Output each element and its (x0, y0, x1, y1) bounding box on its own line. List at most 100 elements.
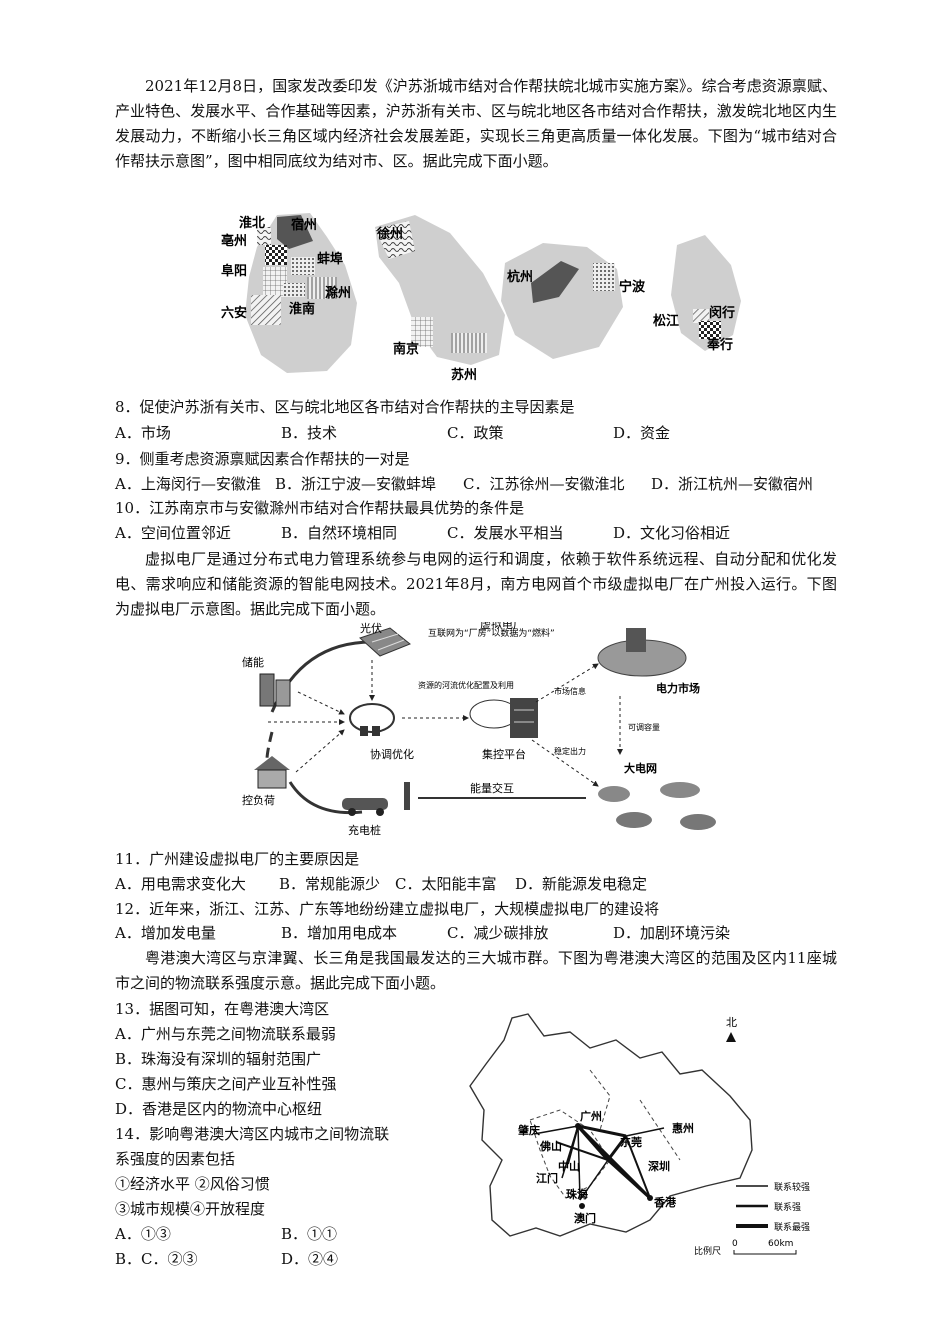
north-label: 北 (726, 1016, 737, 1029)
passage-3: 粤港澳大湾区与京津翼、长三角是我国最发达的三大城市群。下图为粤港澳大湾区的范围及… (115, 949, 837, 992)
q12-option-c[interactable]: C．减少碳排放 (447, 924, 549, 942)
question-13: 13．据图可知，在粤港澳大湾区 (115, 1000, 330, 1018)
q13-option-b[interactable]: B．珠海没有深圳的辐射范围广 (115, 1050, 322, 1068)
map-label: 苏州 (451, 367, 477, 383)
scale-bar (733, 1250, 797, 1255)
map-label: 淮北 (238, 215, 265, 231)
vpp-note-resource: 资源的河流优化配置及利用 (418, 680, 514, 690)
vpp-label-coordination: 协调优化 (370, 747, 414, 761)
gba-city-label: 江门 (536, 1171, 558, 1185)
map-label: 宿州 (291, 217, 317, 233)
virtual-power-plant-diagram: 光伏 储能 控负荷 充电桩 协调优化 互联网为“厂房”以数据为“燃料” 资源的河… (242, 622, 716, 837)
legend-item: 联系强 (774, 1202, 801, 1213)
vpp-note-internet: 互联网为“厂房”以数据为“燃料” (428, 627, 555, 639)
legend-item: 联系最强 (774, 1222, 810, 1233)
q11-option-b[interactable]: B．常规能源少 (279, 875, 381, 893)
scale-km: 60km (768, 1239, 793, 1249)
map-label: 亳州 (221, 233, 247, 249)
gba-city-label: 澳门 (574, 1211, 596, 1225)
q10-option-c[interactable]: C．发展水平相当 (447, 524, 564, 542)
vpp-label-power-market: 电力市场 (656, 681, 700, 695)
q13-option-a[interactable]: A．广州与东莞之间物流联系最弱 (115, 1025, 336, 1043)
q14-option-a[interactable]: A．①③ (115, 1225, 171, 1243)
q8-option-b[interactable]: B．技术 (281, 424, 338, 442)
q13-option-d[interactable]: D．香港是区内的物流中心枢纽 (115, 1100, 323, 1118)
gba-outline (469, 1013, 753, 1237)
q9-option-c[interactable]: C．江苏徐州—安徽淮北 (463, 475, 625, 493)
q12-option-a[interactable]: A．增加发电量 (115, 924, 216, 942)
q9-option-a[interactable]: A．上海闵行—安徽淮 (115, 475, 261, 493)
vpp-label-load-control: 控负荷 (242, 793, 275, 807)
vpp-label-big-grid: 大电网 (624, 761, 657, 775)
question-12: 12．近年来，浙江、江苏、广东等地纷纷建立虚拟电厂，大规模虚拟电厂的建设将 (115, 900, 660, 918)
shanghai-outline (671, 235, 741, 351)
question-14: 14．影响粤港澳大湾区内城市之间物流联 (115, 1125, 390, 1143)
q14-factors-2: ③城市规模④开放程度 (115, 1200, 266, 1218)
q12-option-b[interactable]: B．增加用电成本 (281, 924, 398, 942)
gba-city-label: 广州 (580, 1109, 602, 1123)
vpp-label-market-info: 市场信息 (554, 686, 586, 696)
q11-option-d[interactable]: D．新能源发电稳定 (515, 875, 648, 893)
power-market-icon (597, 628, 687, 677)
q14-option-c[interactable]: B．C．②③ (115, 1250, 198, 1268)
map-label: 南京 (393, 341, 419, 357)
scale-label: 比例尺 (694, 1245, 721, 1257)
legend-item: 联系较强 (774, 1181, 810, 1193)
q10-option-d[interactable]: D．文化习俗相近 (613, 524, 731, 542)
scale-zero: 0 (732, 1239, 738, 1249)
q14-option-b[interactable]: B．①① (281, 1225, 338, 1243)
q9-option-b[interactable]: B．浙江宁波—安徽蚌埠 (275, 475, 437, 493)
car-icon (342, 782, 410, 816)
gba-city-label: 惠州 (672, 1121, 694, 1135)
map-label: 徐州 (376, 226, 403, 242)
question-9: 9．侧重考虑资源禀赋因素合作帮扶的一对是 (115, 450, 410, 468)
map-label: 宁波 (619, 279, 646, 295)
q14-factors-1: ①经济水平 ②风俗习惯 (115, 1175, 270, 1193)
vpp-label-stable-output: 稳定出力 (554, 746, 586, 756)
gba-city-label: 东莞 (620, 1135, 642, 1149)
map-label: 淮南 (288, 301, 315, 317)
house-icon (254, 756, 290, 789)
q11-option-a[interactable]: A．用电需求变化大 (115, 875, 246, 893)
map-label: 松江 (653, 313, 679, 329)
q12-option-d[interactable]: D．加剧环境污染 (613, 924, 731, 942)
map-label: 奉行 (706, 337, 733, 353)
q14-option-d[interactable]: D．②④ (281, 1250, 339, 1268)
vpp-label-charging-pile: 充电桩 (348, 823, 381, 837)
server-icon (469, 698, 538, 738)
north-arrow-icon (726, 1032, 736, 1042)
pairing-map: 淮北 宿州 亳州 蚌埠 阜阳 滁州 六安 淮南 徐州 南京 苏州 杭州 宁波 松… (221, 213, 741, 383)
question-10: 10．江苏南京市与安徽滁州市结对合作帮扶最具优势的条件是 (115, 499, 525, 517)
suzhou-anhui-region (277, 215, 313, 249)
solar-panel-icon (359, 627, 411, 657)
q13-option-c[interactable]: C．惠州与策庆之间产业互补性强 (115, 1075, 337, 1093)
q10-option-b[interactable]: B．自然环境相同 (281, 524, 398, 542)
map-label: 闵行 (709, 305, 735, 321)
zhejiang-outline (501, 243, 623, 359)
q8-option-a[interactable]: A．市场 (115, 424, 171, 442)
q10-option-a[interactable]: A．空间位置邻近 (115, 524, 231, 542)
map-label: 阜阳 (221, 263, 247, 279)
q8-option-c[interactable]: C．政策 (447, 424, 504, 442)
passage-2: 虚拟电厂是通过分布式电力管理系统参与电网的运行和调度，依赖于软件系统远程、自动分… (115, 550, 837, 618)
cloud-icon (349, 703, 395, 736)
q9-option-d[interactable]: D．浙江杭州—安徽宿州 (651, 475, 814, 493)
vpp-label-energy-exchange: 能量交互 (470, 781, 514, 795)
question-14-continued: 系强度的因素包括 (115, 1150, 236, 1168)
gba-city-label: 珠海 (566, 1187, 588, 1201)
gba-city-label: 佛山 (539, 1139, 562, 1153)
grid-cluster-icon (598, 782, 716, 830)
passage-1: 2021年12月8日，国家发改委印发《沪苏浙城市结对合作帮扶皖北城市实施方案》。… (115, 77, 837, 170)
map-label: 蚌埠 (317, 251, 343, 267)
question-11: 11．广州建设虚拟电厂的主要原因是 (115, 850, 360, 868)
greater-bay-area-map: 肇庆 广州 惠州 佛山 东莞 中山 深圳 江门 珠海 香港 澳门 北 联系较强 … (469, 1013, 810, 1257)
question-8: 8．促使沪苏浙有关市、区与皖北地区各市结对合作帮扶的主导因素是 (115, 398, 575, 416)
vpp-label-solar: 光伏 (360, 622, 382, 635)
map-label: 六安 (221, 305, 247, 321)
gba-city-label: 肇庆 (517, 1123, 540, 1137)
q8-option-d[interactable]: D．资金 (613, 424, 671, 442)
map-label: 杭州 (507, 269, 533, 285)
vpp-label-storage: 储能 (242, 655, 264, 669)
gba-city-label: 中山 (558, 1159, 580, 1173)
q11-option-c[interactable]: C．太阳能丰富 (395, 875, 497, 893)
